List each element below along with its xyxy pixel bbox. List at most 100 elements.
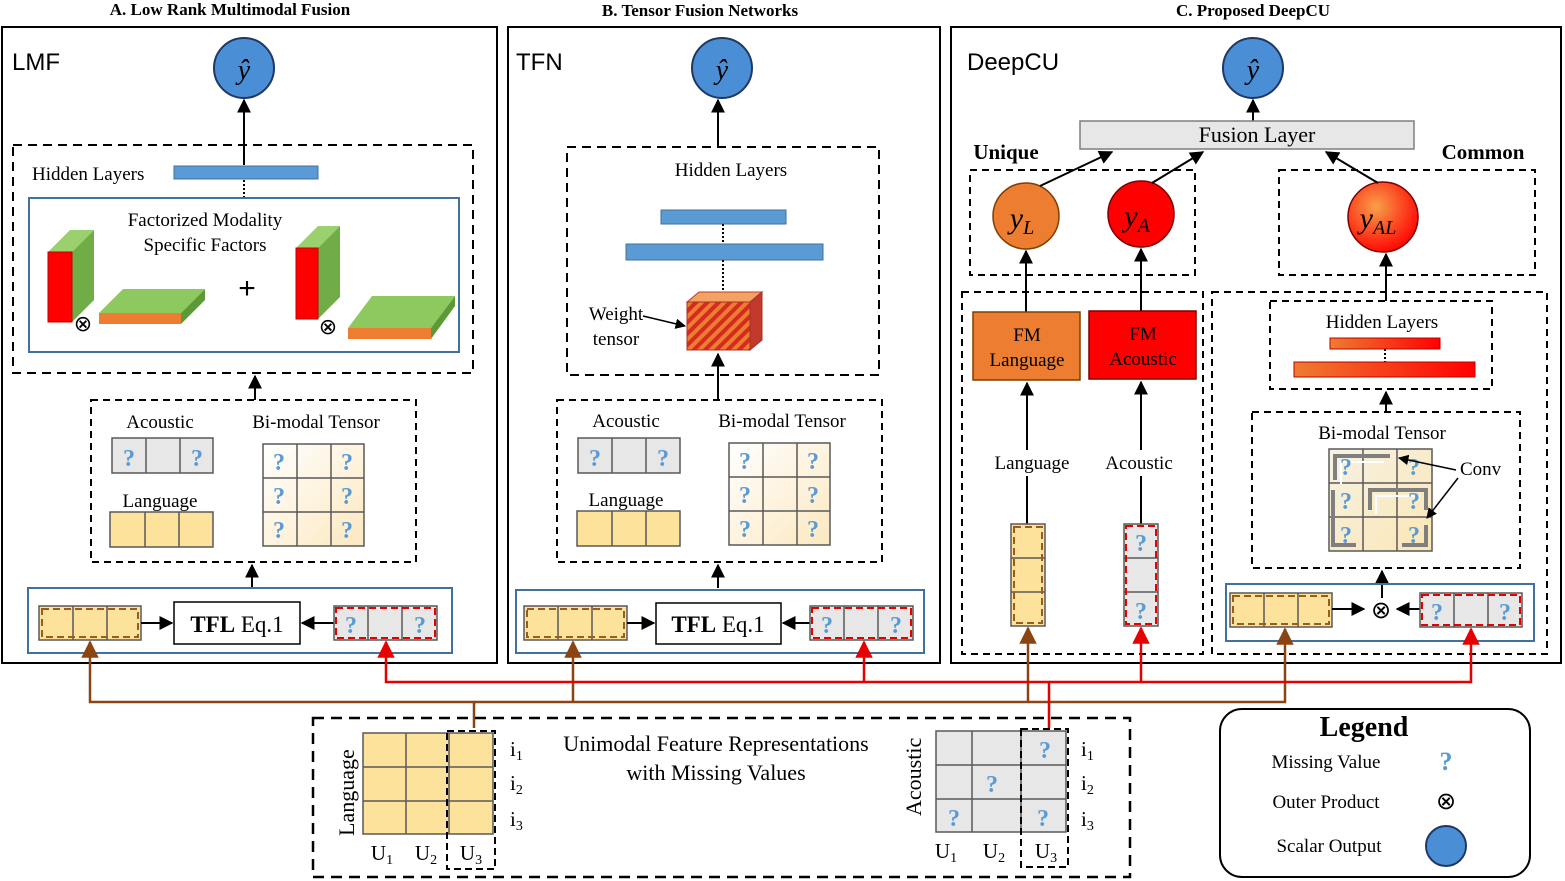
missing-mark: ? bbox=[341, 484, 353, 510]
language-vector-tfn bbox=[576, 510, 681, 547]
missing-mark: ? bbox=[807, 517, 819, 543]
hidden-layers-label-lmf: Hidden Layers bbox=[32, 164, 144, 185]
fm-acoustic-label-1: FM bbox=[1129, 324, 1157, 345]
language-u1-label: U1 bbox=[371, 841, 393, 868]
missing-mark: ? bbox=[807, 483, 819, 509]
acoustic-u3-label: U3 bbox=[1035, 839, 1057, 866]
missing-mark: ? bbox=[890, 613, 902, 639]
missing-mark: ? bbox=[1340, 523, 1352, 549]
missing-mark: ? bbox=[739, 449, 751, 475]
legend-scalar-icon bbox=[1425, 825, 1467, 867]
language-column-vector bbox=[1010, 523, 1046, 627]
acoustic-vector-tfn bbox=[577, 437, 681, 474]
plus-symbol-lmf: + bbox=[238, 272, 256, 305]
missing-mark: ? bbox=[1039, 738, 1051, 764]
acoustic-input-lmf bbox=[333, 605, 438, 641]
outer-product-symbol-lmf-2: ⊗ bbox=[319, 314, 337, 339]
missing-mark: ? bbox=[414, 613, 426, 639]
tfl-block-lmf bbox=[173, 601, 301, 645]
unique-branch-box bbox=[961, 291, 1204, 655]
y-common-label: yAL bbox=[1357, 202, 1397, 239]
y-common-node bbox=[1347, 181, 1419, 253]
missing-mark: ? bbox=[948, 806, 960, 832]
title-deepcu: C. Proposed DeepCU bbox=[1176, 1, 1330, 20]
acoustic-column-vector bbox=[1123, 523, 1159, 627]
acoustic-label-deepcu: Acoustic bbox=[1105, 453, 1173, 474]
weight-tensor-cube bbox=[685, 290, 764, 352]
acoustic-i2-label: i2 bbox=[1081, 771, 1094, 798]
fusion-layer-label: Fusion Layer bbox=[1199, 122, 1316, 147]
legend-outer-label: Outer Product bbox=[1272, 792, 1380, 813]
language-input-lmf bbox=[38, 605, 142, 641]
missing-mark: ? bbox=[657, 446, 669, 472]
factors-label-2: Specific Factors bbox=[144, 235, 267, 256]
title-lmf: A. Low Rank Multimodal Fusion bbox=[110, 0, 351, 19]
missing-mark: ? bbox=[1408, 489, 1420, 515]
missing-mark: ? bbox=[273, 450, 285, 476]
language-input-tfn bbox=[523, 605, 628, 641]
unimodal-caption-2: with Missing Values bbox=[626, 760, 805, 785]
hidden-bar-deepcu-1 bbox=[1329, 337, 1441, 350]
hidden-layers-label-tfn: Hidden Layers bbox=[675, 160, 787, 181]
output-symbol-lmf: ŷ bbox=[235, 55, 251, 86]
missing-mark: ? bbox=[1135, 599, 1147, 625]
common-branch-box bbox=[1211, 291, 1548, 655]
output-node-lmf bbox=[213, 37, 275, 99]
acoustic-u2-label: U2 bbox=[983, 839, 1005, 866]
missing-mark: ? bbox=[1431, 600, 1443, 626]
output-symbol-deepcu: ŷ bbox=[1244, 55, 1260, 86]
missing-mark: ? bbox=[1340, 455, 1352, 481]
fm-acoustic-label-2: Acoustic bbox=[1109, 349, 1177, 370]
bimodal-tensor-tfn bbox=[728, 442, 831, 546]
language-label-deepcu: Language bbox=[995, 453, 1070, 474]
input-box-tfn bbox=[556, 399, 883, 563]
tfl-label-tfn: TFL Eq.1 bbox=[671, 612, 764, 637]
bimodal-label-lmf: Bi-modal Tensor bbox=[252, 412, 380, 433]
acoustic-u1-label: U1 bbox=[935, 839, 957, 866]
acoustic-i1-label: i1 bbox=[1081, 737, 1094, 764]
language-i3-label: i3 bbox=[510, 807, 523, 834]
acoustic-label-lmf: Acoustic bbox=[126, 412, 194, 433]
language-input-deepcu bbox=[1229, 592, 1333, 628]
panel-label-lmf: LMF bbox=[12, 49, 60, 76]
hidden-layers-box-tfn bbox=[566, 146, 880, 376]
factors-label-1: Factorized Modality bbox=[128, 210, 283, 231]
panel-deepcu: DeepCU ŷ Fusion Layer Unique Common yL y… bbox=[950, 26, 1562, 664]
language-vector-lmf bbox=[109, 511, 214, 548]
legend-missing-label: Missing Value bbox=[1272, 752, 1381, 773]
y-acoustic-label: yA bbox=[1121, 200, 1150, 237]
bimodal-box-deepcu bbox=[1251, 411, 1521, 569]
outer-product-symbol-deepcu: ⊗ bbox=[1371, 597, 1391, 624]
missing-mark: ? bbox=[1408, 523, 1420, 549]
language-label-tfn: Language bbox=[589, 490, 664, 511]
language-feed-lines bbox=[81, 626, 1294, 728]
missing-mark: ? bbox=[273, 484, 285, 510]
outer-product-box-deepcu bbox=[1225, 583, 1535, 642]
acoustic-input-deepcu bbox=[1419, 592, 1523, 628]
panel-lmf: LMF ŷ Hidden Layers Factorized Modality … bbox=[1, 26, 498, 664]
missing-mark: ? bbox=[739, 483, 751, 509]
weight-tensor-label-2: tensor bbox=[593, 329, 640, 350]
fm-language-block bbox=[972, 311, 1081, 381]
outer-product-symbol-lmf-1: ⊗ bbox=[74, 311, 92, 336]
missing-mark: ? bbox=[191, 446, 203, 472]
common-label: Common bbox=[1442, 140, 1525, 164]
missing-mark: ? bbox=[986, 772, 998, 798]
weight-tensor-label-1: Weight bbox=[589, 304, 644, 325]
legend-missing-icon: ? bbox=[1440, 747, 1453, 776]
missing-mark: ? bbox=[821, 613, 833, 639]
acoustic-label-tfn: Acoustic bbox=[592, 411, 660, 432]
language-label-lmf: Language bbox=[123, 491, 198, 512]
panel-label-tfn: TFN bbox=[516, 49, 563, 76]
missing-mark: ? bbox=[589, 446, 601, 472]
y-language-label: yL bbox=[1007, 202, 1034, 239]
fm-language-label-1: FM bbox=[1013, 325, 1041, 346]
acoustic-matrix-label: Acoustic bbox=[901, 738, 926, 816]
missing-mark: ? bbox=[1135, 531, 1147, 557]
language-i2-label: i2 bbox=[510, 771, 523, 798]
language-matrix bbox=[362, 730, 496, 870]
tfl-block-tfn bbox=[655, 602, 782, 645]
conv-label: Conv bbox=[1460, 459, 1502, 480]
fm-acoustic-block bbox=[1088, 310, 1197, 380]
